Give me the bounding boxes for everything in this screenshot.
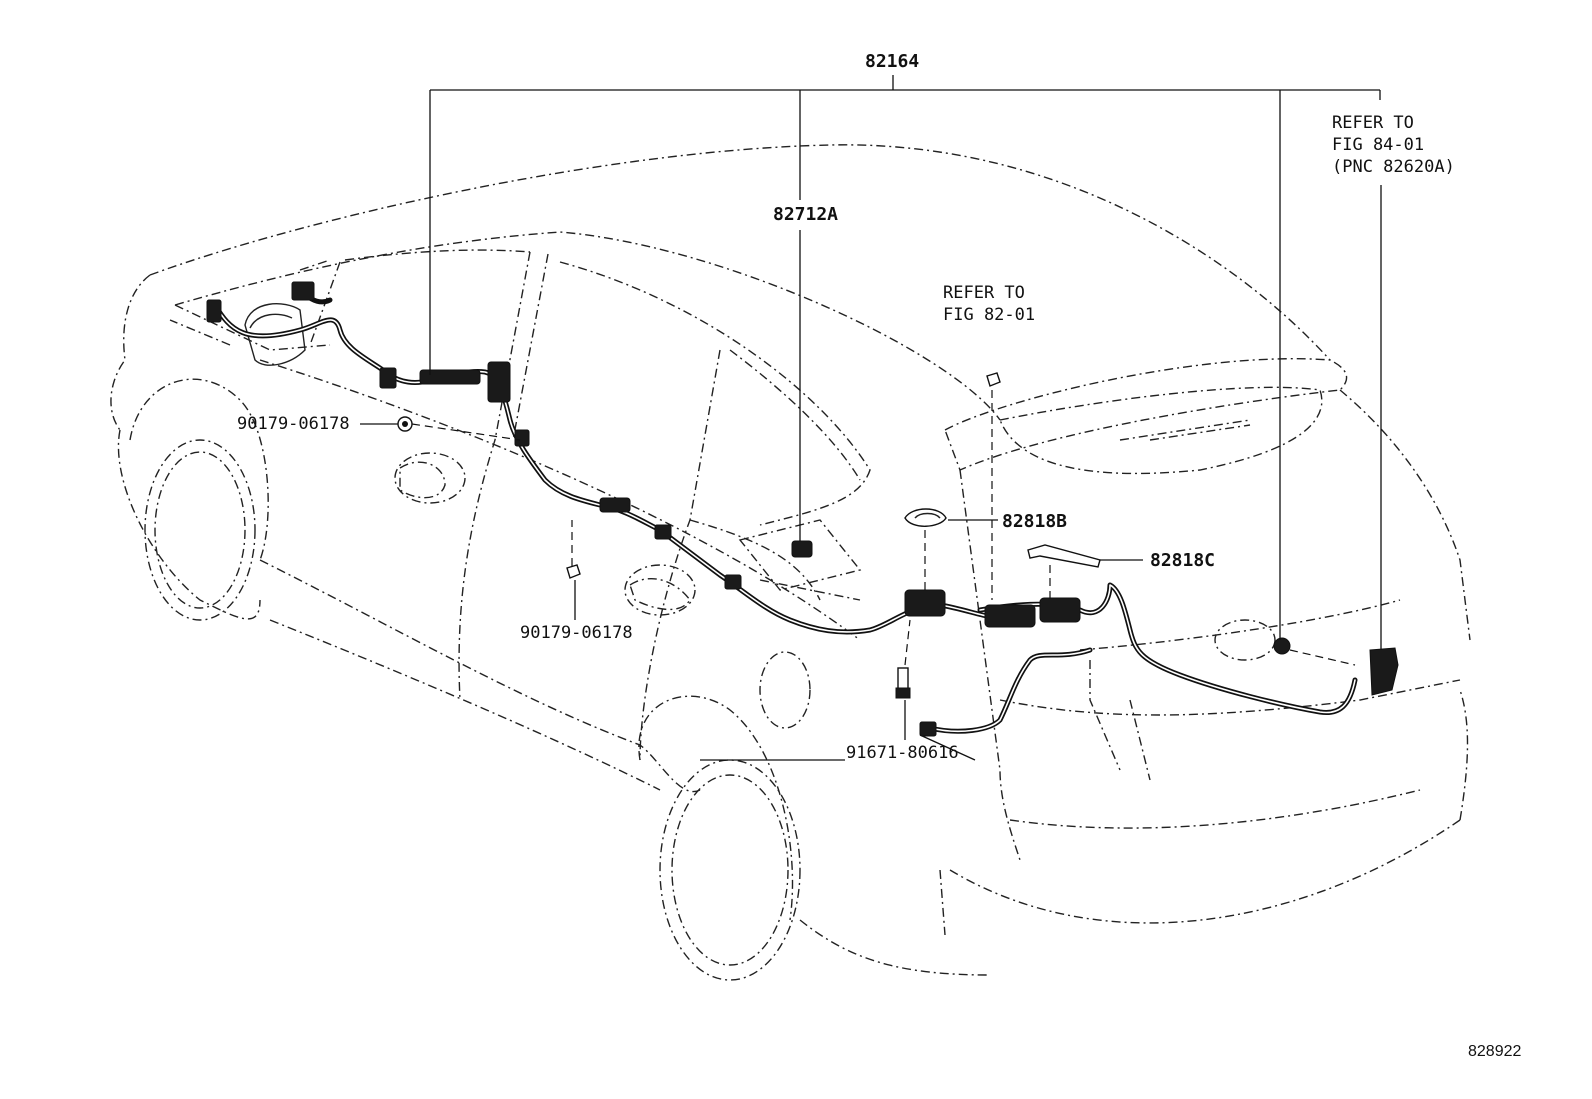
bolt-91671 bbox=[895, 667, 911, 699]
part-82712A bbox=[791, 540, 813, 558]
diagram-id: 828922 bbox=[1468, 1043, 1521, 1060]
nut-refer-82-01 bbox=[986, 372, 1001, 387]
label-refer-84-line1: REFER TO bbox=[1332, 113, 1414, 133]
wire-harness-82164 bbox=[206, 281, 1358, 737]
label-refer-84-line3: (PNC 82620A) bbox=[1332, 157, 1455, 177]
bracket-82818C bbox=[1027, 544, 1101, 568]
clip-lower-90179 bbox=[566, 564, 581, 579]
label-bolt: 91671-80616 bbox=[846, 743, 959, 763]
module-rear-82620A bbox=[1369, 647, 1399, 696]
label-refer-82-line2: FIG 82-01 bbox=[943, 305, 1035, 325]
leader-82818B bbox=[924, 519, 998, 590]
label-refer-84-line2: FIG 84-01 bbox=[1332, 135, 1424, 155]
label-82164: 82164 bbox=[865, 51, 919, 72]
car-body-outline bbox=[110, 144, 1471, 981]
leader-82818C bbox=[1049, 559, 1143, 600]
label-82818C: 82818C bbox=[1150, 550, 1215, 571]
leader-bolt bbox=[700, 619, 976, 761]
leader-grommet bbox=[1289, 649, 1356, 666]
label-82818B: 82818B bbox=[1002, 511, 1067, 532]
label-clip-lower: 90179-06178 bbox=[520, 623, 633, 643]
leader-clip-lower bbox=[571, 520, 576, 620]
leader-clip-upper bbox=[360, 423, 521, 441]
label-82712A: 82712A bbox=[773, 204, 838, 225]
grommet-rear bbox=[1273, 637, 1291, 655]
bracket-82818B bbox=[904, 508, 947, 527]
clip-upper-90179 bbox=[397, 416, 413, 432]
label-refer-82-line1: REFER TO bbox=[943, 283, 1025, 303]
leader-82164 bbox=[429, 75, 1381, 640]
label-clip-upper: 90179-06178 bbox=[237, 414, 350, 434]
